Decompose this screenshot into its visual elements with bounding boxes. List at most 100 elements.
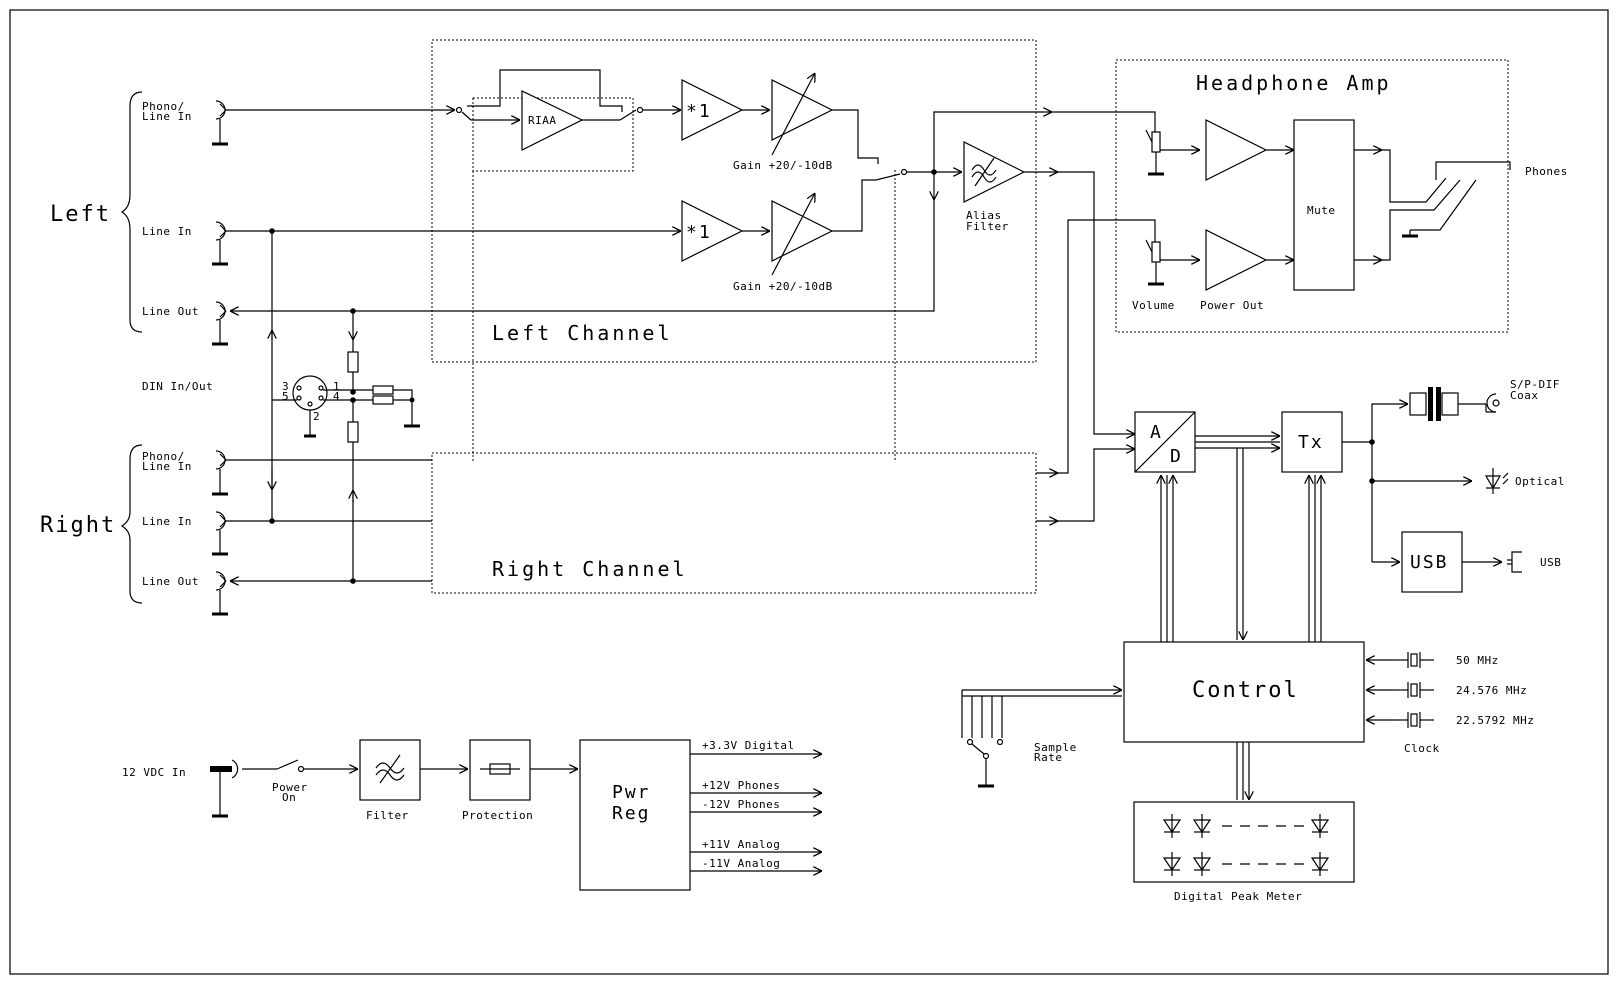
- din-pin-2: 2: [313, 410, 320, 423]
- buffer-upper-label: *1: [686, 101, 712, 122]
- left-channel-label: Left Channel: [492, 321, 673, 345]
- power-out-label: Power Out: [1200, 299, 1264, 312]
- clock-24-label: 24.576 MHz: [1456, 684, 1527, 697]
- peak-meter-label: Digital Peak Meter: [1174, 890, 1302, 903]
- mute-block[interactable]: [1293, 119, 1355, 291]
- alias-filter-icon: [971, 157, 997, 187]
- phones-label: Phones: [1525, 165, 1568, 178]
- right-brace: [120, 444, 143, 604]
- phones-jack-icon: [1435, 161, 1511, 180]
- rail-12v-neg-label: -12V Phones: [702, 798, 780, 811]
- power-out-lower-amp: [1205, 229, 1268, 291]
- gain-lower-amp: [771, 200, 834, 262]
- clock-22-label: 22.5792 MHz: [1456, 714, 1534, 727]
- riaa-bypass-box: [472, 97, 634, 172]
- right-line-out-label: Line Out: [142, 575, 199, 588]
- spdif-transformer-icon: [1409, 387, 1500, 421]
- left-group-label: Left: [50, 202, 111, 227]
- clock-50-label: 50 MHz: [1456, 654, 1499, 667]
- left-channel-group: [431, 39, 1037, 363]
- alias-label-2: Filter: [966, 220, 1009, 233]
- rail-12v-pos-label: +12V Phones: [702, 779, 780, 792]
- jack-left-phono-icon: [212, 100, 228, 146]
- protection-label: Protection: [462, 809, 533, 822]
- right-channel-label: Right Channel: [492, 557, 688, 581]
- ad-label-d: D: [1170, 446, 1183, 467]
- rail-11v-pos-label: +11V Analog: [702, 838, 780, 851]
- filter-label: Filter: [366, 809, 409, 822]
- din-pin-5: 5: [282, 390, 289, 403]
- ad-label-a: A: [1150, 422, 1163, 443]
- left-brace: [120, 91, 143, 333]
- din-resistor-lower: [347, 421, 359, 443]
- din-pin-4: 4: [333, 390, 340, 403]
- din-resistor-upper: [347, 351, 359, 373]
- dc-in-label: 12 VDC In: [122, 766, 186, 779]
- filter-icon: [375, 754, 405, 784]
- buffer-lower-amp: [681, 200, 744, 262]
- jack-left-line-in-icon: [212, 221, 228, 266]
- headphone-amp-group: [1115, 59, 1509, 333]
- volume-label: Volume: [1132, 299, 1175, 312]
- jack-right-line-out-icon: [212, 571, 228, 616]
- rail-3v3-label: +3.3V Digital: [702, 739, 795, 752]
- spdif-label-2: Coax: [1510, 389, 1539, 402]
- right-phono-label-1: Phono/: [142, 450, 185, 463]
- gain-upper-label: Gain +20/-10dB: [733, 159, 833, 172]
- headphone-amp-label: Headphone Amp: [1196, 71, 1392, 95]
- jack-left-line-out-icon: [212, 301, 228, 346]
- right-group-label: Right: [40, 513, 116, 538]
- pwr-label-2: Reg: [612, 803, 651, 824]
- left-phono-label-2: Line In: [142, 110, 192, 123]
- crystal-24-icon: [1366, 682, 1434, 698]
- buffer-upper-amp: [681, 79, 744, 141]
- sample-rate-label-1: Sample: [1034, 741, 1077, 754]
- power-on-label-1: Power: [272, 781, 308, 794]
- tx-label: Tx: [1298, 432, 1324, 453]
- din-pin-3: 3: [282, 380, 289, 393]
- usb-connector-icon: [1507, 551, 1522, 573]
- buffer-lower-label: *1: [686, 222, 712, 243]
- right-phono-label-2: Line In: [142, 460, 192, 473]
- riaa-amp: [521, 90, 584, 151]
- din-series-resistor-2: [372, 395, 394, 405]
- outer-frame: [9, 9, 1609, 975]
- fuse-icon: [480, 763, 520, 775]
- volume-pot-upper: [1151, 131, 1161, 153]
- din-connector-icon: [292, 375, 328, 411]
- din-label: DIN In/Out: [142, 380, 213, 393]
- optical-label: Optical: [1515, 475, 1565, 488]
- tx-block[interactable]: [1281, 411, 1343, 473]
- left-phono-label-1: Phono/: [142, 100, 185, 113]
- control-label: Control: [1192, 678, 1299, 703]
- din-series-resistor-1: [372, 385, 394, 395]
- alias-label-1: Alias: [966, 209, 1002, 222]
- jack-right-phono-icon: [212, 450, 228, 496]
- clock-label: Clock: [1404, 742, 1440, 755]
- riaa-label: RIAA: [528, 114, 557, 127]
- left-line-in-label: Line In: [142, 225, 192, 238]
- spdif-label-1: S/P-DIF: [1510, 378, 1560, 391]
- crystal-22-icon: [1366, 712, 1434, 728]
- right-line-in-label: Line In: [142, 515, 192, 528]
- gain-upper-amp: [771, 79, 834, 141]
- sample-rate-switch-icon: [961, 690, 1122, 788]
- dc-jack-icon: [210, 759, 239, 818]
- mute-label: Mute: [1307, 204, 1336, 217]
- rail-11v-neg-label: -11V Analog: [702, 857, 780, 870]
- volume-pot-lower: [1151, 241, 1161, 263]
- jack-right-line-in-icon: [212, 511, 228, 556]
- control-block[interactable]: [1123, 641, 1365, 743]
- power-on-label-2: On: [282, 791, 296, 804]
- power-regulator-block: [579, 739, 691, 891]
- usb-block-label: USB: [1410, 552, 1449, 573]
- power-out-upper-amp: [1205, 119, 1268, 181]
- left-line-out-label: Line Out: [142, 305, 199, 318]
- sample-rate-label-2: Rate: [1034, 751, 1063, 764]
- peak-meter-leds-icon: [1162, 814, 1330, 876]
- pwr-label-1: Pwr: [612, 782, 651, 803]
- optical-led-icon: [1484, 468, 1509, 494]
- gain-lower-label: Gain +20/-10dB: [733, 280, 833, 293]
- usb-output-label: USB: [1540, 556, 1561, 569]
